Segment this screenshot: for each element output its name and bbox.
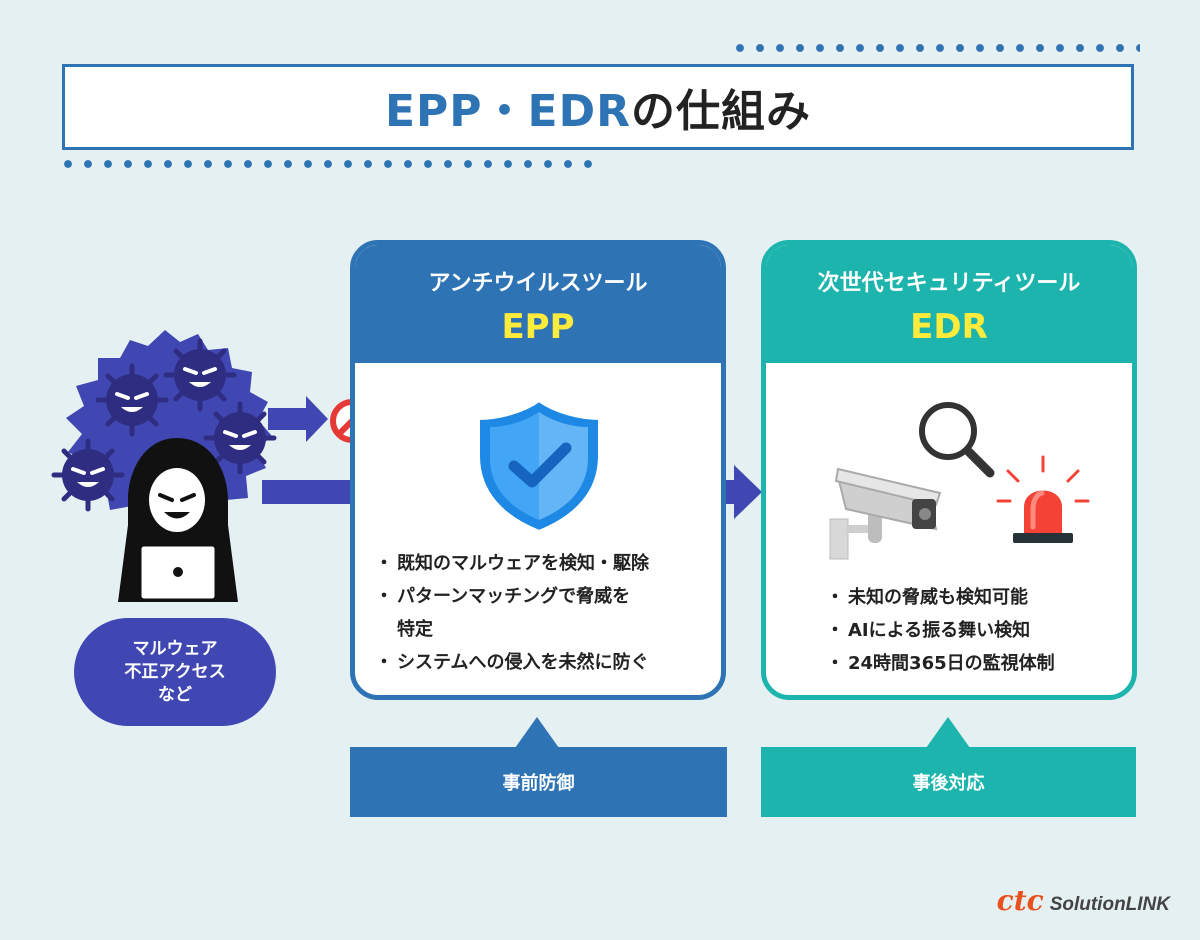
- alarm-light-icon: [996, 455, 1090, 543]
- edr-illustration: [829, 402, 1090, 560]
- epp-base-label: 事前防御: [350, 747, 727, 817]
- edr-name: EDR: [910, 307, 988, 347]
- security-camera-icon: [829, 467, 942, 560]
- malware-illustration: [40, 330, 290, 602]
- edr-panel: 次世代セキュリティツール EDR: [761, 240, 1137, 700]
- dots-top-decoration: [730, 42, 1140, 54]
- edr-base-label: 事後対応: [761, 747, 1136, 817]
- epp-name: EPP: [501, 307, 575, 347]
- epp-feature: 既知のマルウェアを検知・駆除: [375, 547, 649, 580]
- logo-ctc: ctc: [996, 884, 1044, 917]
- edr-feature: 未知の脅威も検知可能: [826, 581, 1055, 614]
- edr-feature: 24時間365日の監視体制: [826, 647, 1055, 680]
- laptop-icon: [138, 543, 218, 602]
- malware-label-line1: マルウェア: [132, 638, 218, 659]
- title-box: EPP・EDRの仕組み: [62, 64, 1134, 150]
- edr-feature: AIによる振る舞い検知: [826, 614, 1055, 647]
- edr-feature-list: 未知の脅威も検知可能 AIによる振る舞い検知 24時間365日の監視体制: [826, 581, 1055, 680]
- epp-panel-header: アンチウイルスツール EPP: [355, 245, 721, 363]
- epp-subtitle: アンチウイルスツール: [428, 271, 648, 296]
- title-suffix: の仕組み: [631, 86, 811, 137]
- malware-label-line2: 不正アクセス: [124, 661, 226, 682]
- epp-base-pointer: [515, 717, 559, 748]
- edr-subtitle: 次世代セキュリティツール: [817, 271, 1081, 296]
- brand-logo: ctc SolutionLINK: [997, 884, 1170, 917]
- edr-panel-header: 次世代セキュリティツール EDR: [766, 245, 1132, 363]
- blocked-arrow: [268, 396, 328, 442]
- dots-bottom-decoration: [58, 158, 598, 170]
- magnifier-icon: [919, 402, 995, 478]
- shield-check-icon: [476, 397, 602, 535]
- edr-base-pointer: [926, 717, 970, 748]
- malware-label-line3: など: [158, 684, 192, 705]
- epp-feature: システムへの侵入を未然に防ぐ: [375, 646, 649, 679]
- epp-feature-list: 既知のマルウェアを検知・駆除 パターンマッチングで脅威を 特定 システムへの侵入…: [375, 547, 649, 679]
- page-title: EPP・EDRの仕組み: [385, 75, 811, 139]
- logo-solutionlink: SolutionLINK: [1049, 894, 1170, 915]
- epp-feature: パターンマッチングで脅威を: [375, 580, 649, 613]
- malware-label: マルウェア 不正アクセス など: [74, 618, 276, 726]
- epp-feature-continued: 特定: [397, 619, 433, 640]
- title-main: EPP・EDR: [384, 86, 631, 137]
